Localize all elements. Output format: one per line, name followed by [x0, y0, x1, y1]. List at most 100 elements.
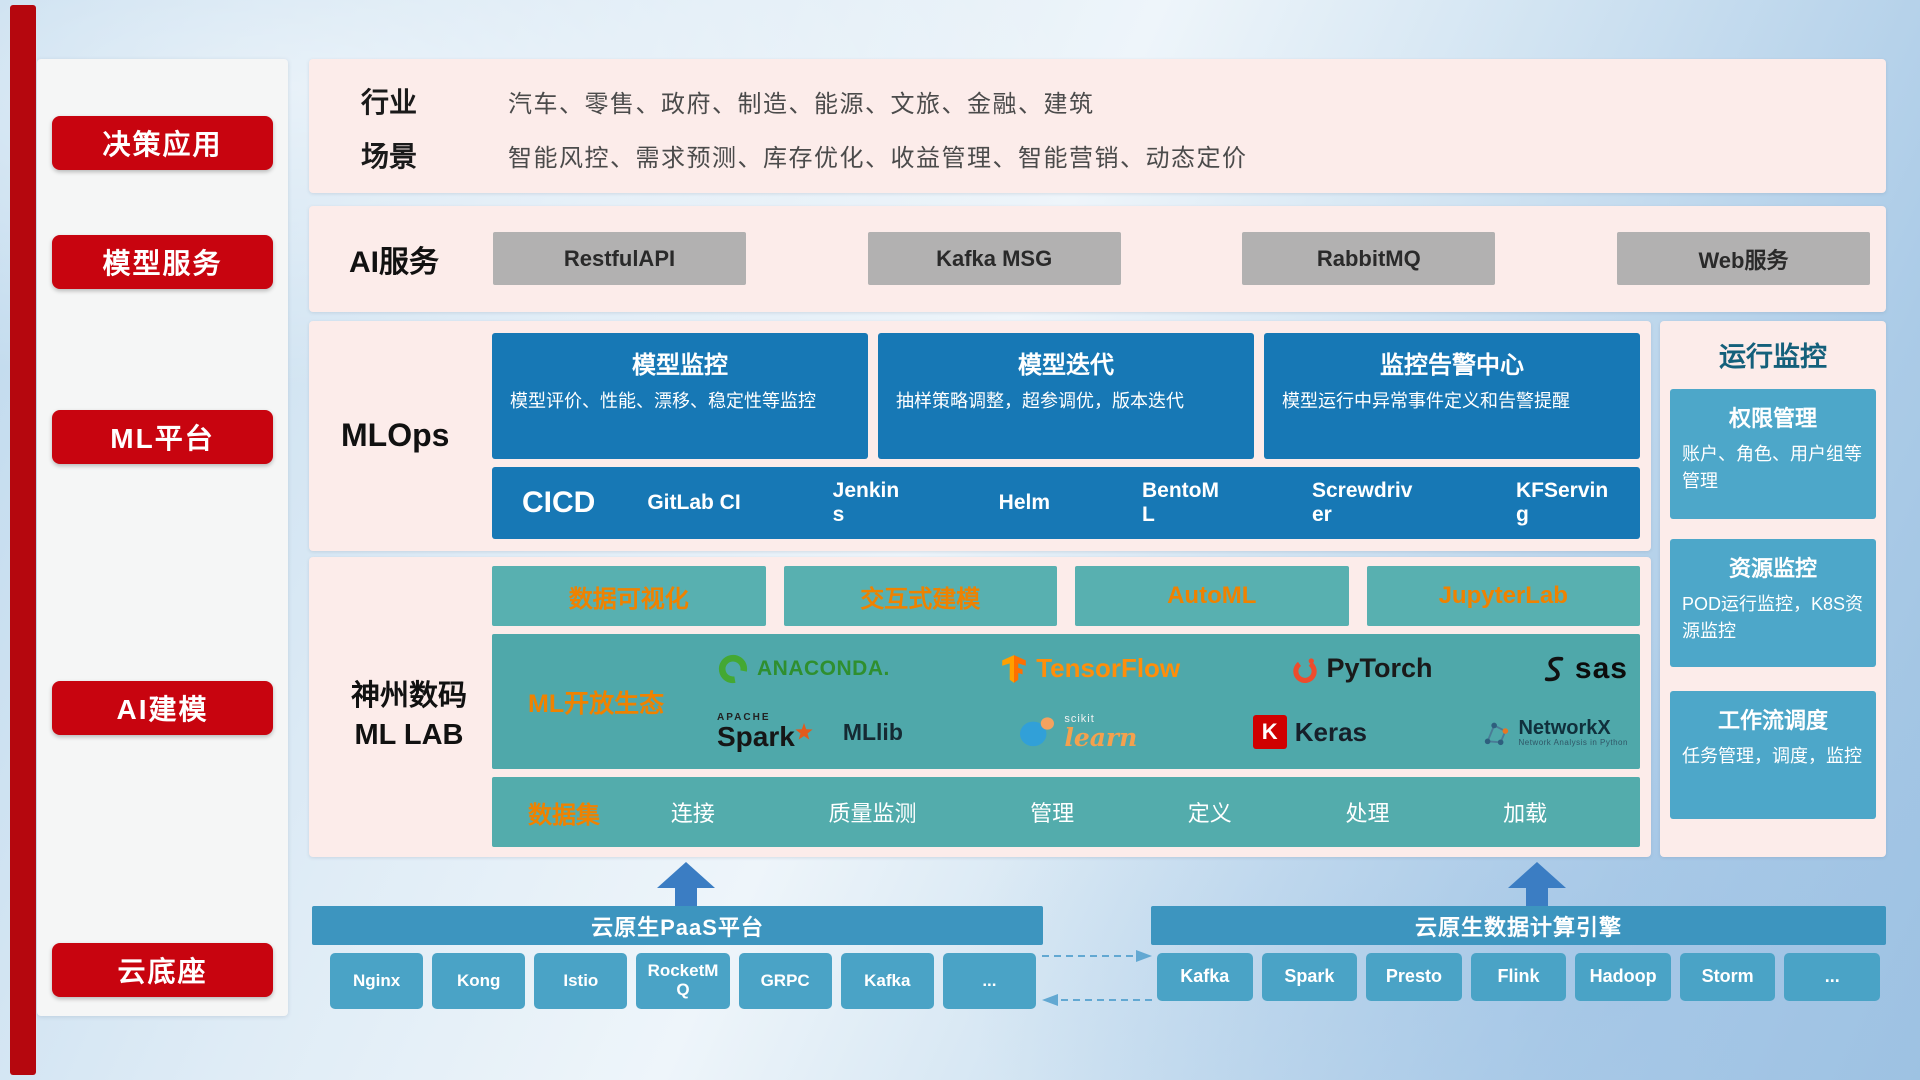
mllab-label-line2: ML LAB: [354, 719, 464, 752]
pytorch-icon: [1292, 658, 1317, 683]
model-iteration-card: 模型迭代 抽样策略调整，超参调优，版本迭代: [878, 333, 1254, 459]
mllib-text: MLlib: [842, 718, 903, 745]
networkx-text: NetworkX: [1518, 716, 1611, 739]
keras-logo: K Keras: [1252, 715, 1368, 750]
industry-row-text: 汽车、零售、政府、制造、能源、文旅、金融、建筑: [508, 90, 1095, 118]
tensorflow-logo: TensorFlow: [1000, 653, 1180, 684]
mlops-label: MLOps: [341, 417, 450, 453]
screwdriver-tool: Screwdriver: [1311, 478, 1413, 526]
mlops-panel: MLOps 模型监控 模型评价、性能、漂移、稳定性等监控 模型迭代 抽样策略调整…: [309, 321, 1651, 551]
dataset-bar: 数据集 连接 质量监测 管理 定义 处理 加载: [492, 777, 1640, 847]
alert-center-desc: 模型运行中异常事件定义和告警提醒: [1282, 391, 1570, 411]
data-visualization-box: 数据可视化: [492, 566, 766, 626]
tensorflow-text: TensorFlow: [1036, 653, 1181, 684]
spark-wordmark: APACHE Spark: [717, 713, 813, 751]
permission-card: 权限管理 账户、角色、用户组等管理: [1670, 389, 1876, 519]
model-monitoring-title: 模型监控: [632, 352, 728, 379]
dataset-items: 连接 质量监测 管理 定义 处理 加载: [614, 796, 1604, 828]
scenario-row: 场景 智能风控、需求预测、库存优化、收益管理、智能营销、动态定价: [361, 135, 1866, 175]
resource-monitor-title: 资源监控: [1728, 556, 1817, 581]
scikit-learn-icon: [1020, 717, 1055, 747]
gitlab-ci-tool: GitLab CI: [647, 490, 741, 514]
sidebar-item-cloud-base: 云底座: [52, 943, 273, 997]
engine-chips: Kafka Spark Presto Flink Hadoop Storm ..…: [1157, 953, 1881, 1001]
sidebar-item-model-service: 模型服务: [52, 235, 273, 289]
cicd-bar: CICD GitLab CI Jenkins Helm BentoML Scre…: [492, 467, 1640, 539]
permission-title: 权限管理: [1728, 406, 1817, 431]
helm-tool: Helm: [998, 490, 1051, 514]
left-sidebar: 决策应用 模型服务 ML平台 AI建模 云底座: [37, 59, 288, 1016]
sas-icon: [1544, 656, 1564, 682]
presto-chip: Presto: [1366, 953, 1462, 1001]
networkx-subtext: Network Analysis in Python: [1518, 737, 1628, 747]
anaconda-icon: [718, 654, 748, 683]
keras-text: Keras: [1294, 716, 1368, 747]
nginx-chip: Nginx: [330, 953, 424, 1009]
storm-chip: Storm: [1679, 953, 1776, 1001]
sidebar-item-ml-platform: ML平台: [52, 410, 273, 464]
industry-panel: 行业 汽车、零售、政府、制造、能源、文旅、金融、建筑 场景 智能风控、需求预测、…: [309, 59, 1886, 193]
workflow-desc: 任务管理，调度，监控: [1682, 746, 1862, 766]
istio-chip: Istio: [534, 953, 628, 1009]
sas-logo: sas: [1543, 652, 1628, 686]
model-monitoring-desc: 模型评价、性能、漂移、稳定性等监控: [510, 391, 816, 411]
ai-service-label: AI服务: [349, 246, 439, 279]
dataset-item-quality: 质量监测: [828, 801, 917, 826]
model-iteration-title: 模型迭代: [1018, 352, 1114, 379]
scikit-learn-logo: scikit learn: [1018, 714, 1137, 750]
web-service-box: Web服务: [1616, 232, 1870, 285]
anaconda-text: ANACONDA.: [757, 656, 890, 680]
jenkins-tool: Jenkins: [832, 478, 900, 526]
more2-chip: ...: [1784, 953, 1881, 1001]
dataset-item-connect: 连接: [670, 801, 715, 826]
automl-box: AutoML: [1075, 566, 1349, 626]
alert-center-card: 监控告警中心 模型运行中异常事件定义和告警提醒: [1264, 333, 1640, 459]
kong-chip: Kong: [432, 953, 526, 1009]
spark-mllib-logo: APACHE Spark MLlib: [717, 713, 903, 751]
logo-row-1: ANACONDA. TensorFlow: [717, 652, 1628, 686]
bentoml-tool: BentoML: [1142, 478, 1219, 526]
workflow-card: 工作流调度 任务管理，调度，监控: [1670, 691, 1876, 819]
cicd-tools: GitLab CI Jenkins Helm BentoML Screwdriv…: [647, 479, 1610, 527]
kfserving-tool: KFServing: [1515, 478, 1609, 526]
kafka-msg-box: Kafka MSG: [867, 232, 1121, 285]
workflow-title: 工作流调度: [1717, 708, 1828, 733]
spark-text: Spark: [717, 721, 795, 753]
model-iteration-desc: 抽样策略调整，超参调优，版本迭代: [896, 391, 1184, 411]
networkx-logo: NetworkX Network Analysis in Python: [1482, 717, 1628, 748]
dataset-item-load: 加载: [1503, 801, 1548, 826]
mllab-label: 神州数码 ML LAB: [329, 677, 489, 755]
jupyterlab-box: JupyterLab: [1366, 566, 1640, 626]
more-chip: ...: [942, 953, 1036, 1009]
rabbitmq-box: RabbitMQ: [1242, 232, 1496, 285]
scenario-row-text: 智能风控、需求预测、库存优化、收益管理、智能营销、动态定价: [508, 144, 1248, 172]
hadoop-chip: Hadoop: [1575, 953, 1671, 1001]
interactive-modeling-box: 交互式建模: [783, 566, 1057, 626]
apache-text: APACHE: [717, 712, 771, 724]
dataset-label: 数据集: [528, 801, 600, 829]
industry-row: 行业 汽车、零售、政府、制造、能源、文旅、金融、建筑: [361, 81, 1866, 121]
mllab-label-line1: 神州数码: [350, 680, 467, 712]
dashed-arrows: [1042, 950, 1152, 1006]
keras-k-text: K: [1261, 719, 1278, 745]
kafka2-chip: Kafka: [1157, 953, 1253, 1001]
dataset-item-process: 处理: [1345, 801, 1390, 826]
mlops-cards: 模型监控 模型评价、性能、漂移、稳定性等监控 模型迭代 抽样策略调整，超参调优，…: [492, 333, 1640, 459]
scenario-row-label: 场景: [361, 141, 418, 172]
ai-service-panel: AI服务 RestfulAPI Kafka MSG RabbitMQ Web服务: [309, 206, 1886, 312]
grpc-chip: GRPC: [738, 953, 832, 1009]
keras-icon: K: [1252, 715, 1287, 750]
spark-chip: Spark: [1261, 953, 1358, 1001]
mllab-features: 数据可视化 交互式建模 AutoML JupyterLab: [492, 566, 1640, 626]
logo-row-2: APACHE Spark MLlib: [717, 713, 1628, 751]
left-red-strip: [10, 5, 36, 1075]
sas-text: sas: [1574, 651, 1628, 685]
alert-center-title: 监控告警中心: [1380, 352, 1524, 379]
ai-service-buttons: RestfulAPI Kafka MSG RabbitMQ Web服务: [493, 232, 1870, 285]
up-arrow-left: [657, 862, 715, 906]
pytorch-logo: PyTorch: [1291, 653, 1433, 685]
dataset-item-define: 定义: [1187, 801, 1232, 826]
sidebar-item-decision-app: 决策应用: [52, 116, 273, 170]
ml-ecosystem-box: ML开放生态 ANACONDA. TensorFlow: [492, 634, 1640, 769]
